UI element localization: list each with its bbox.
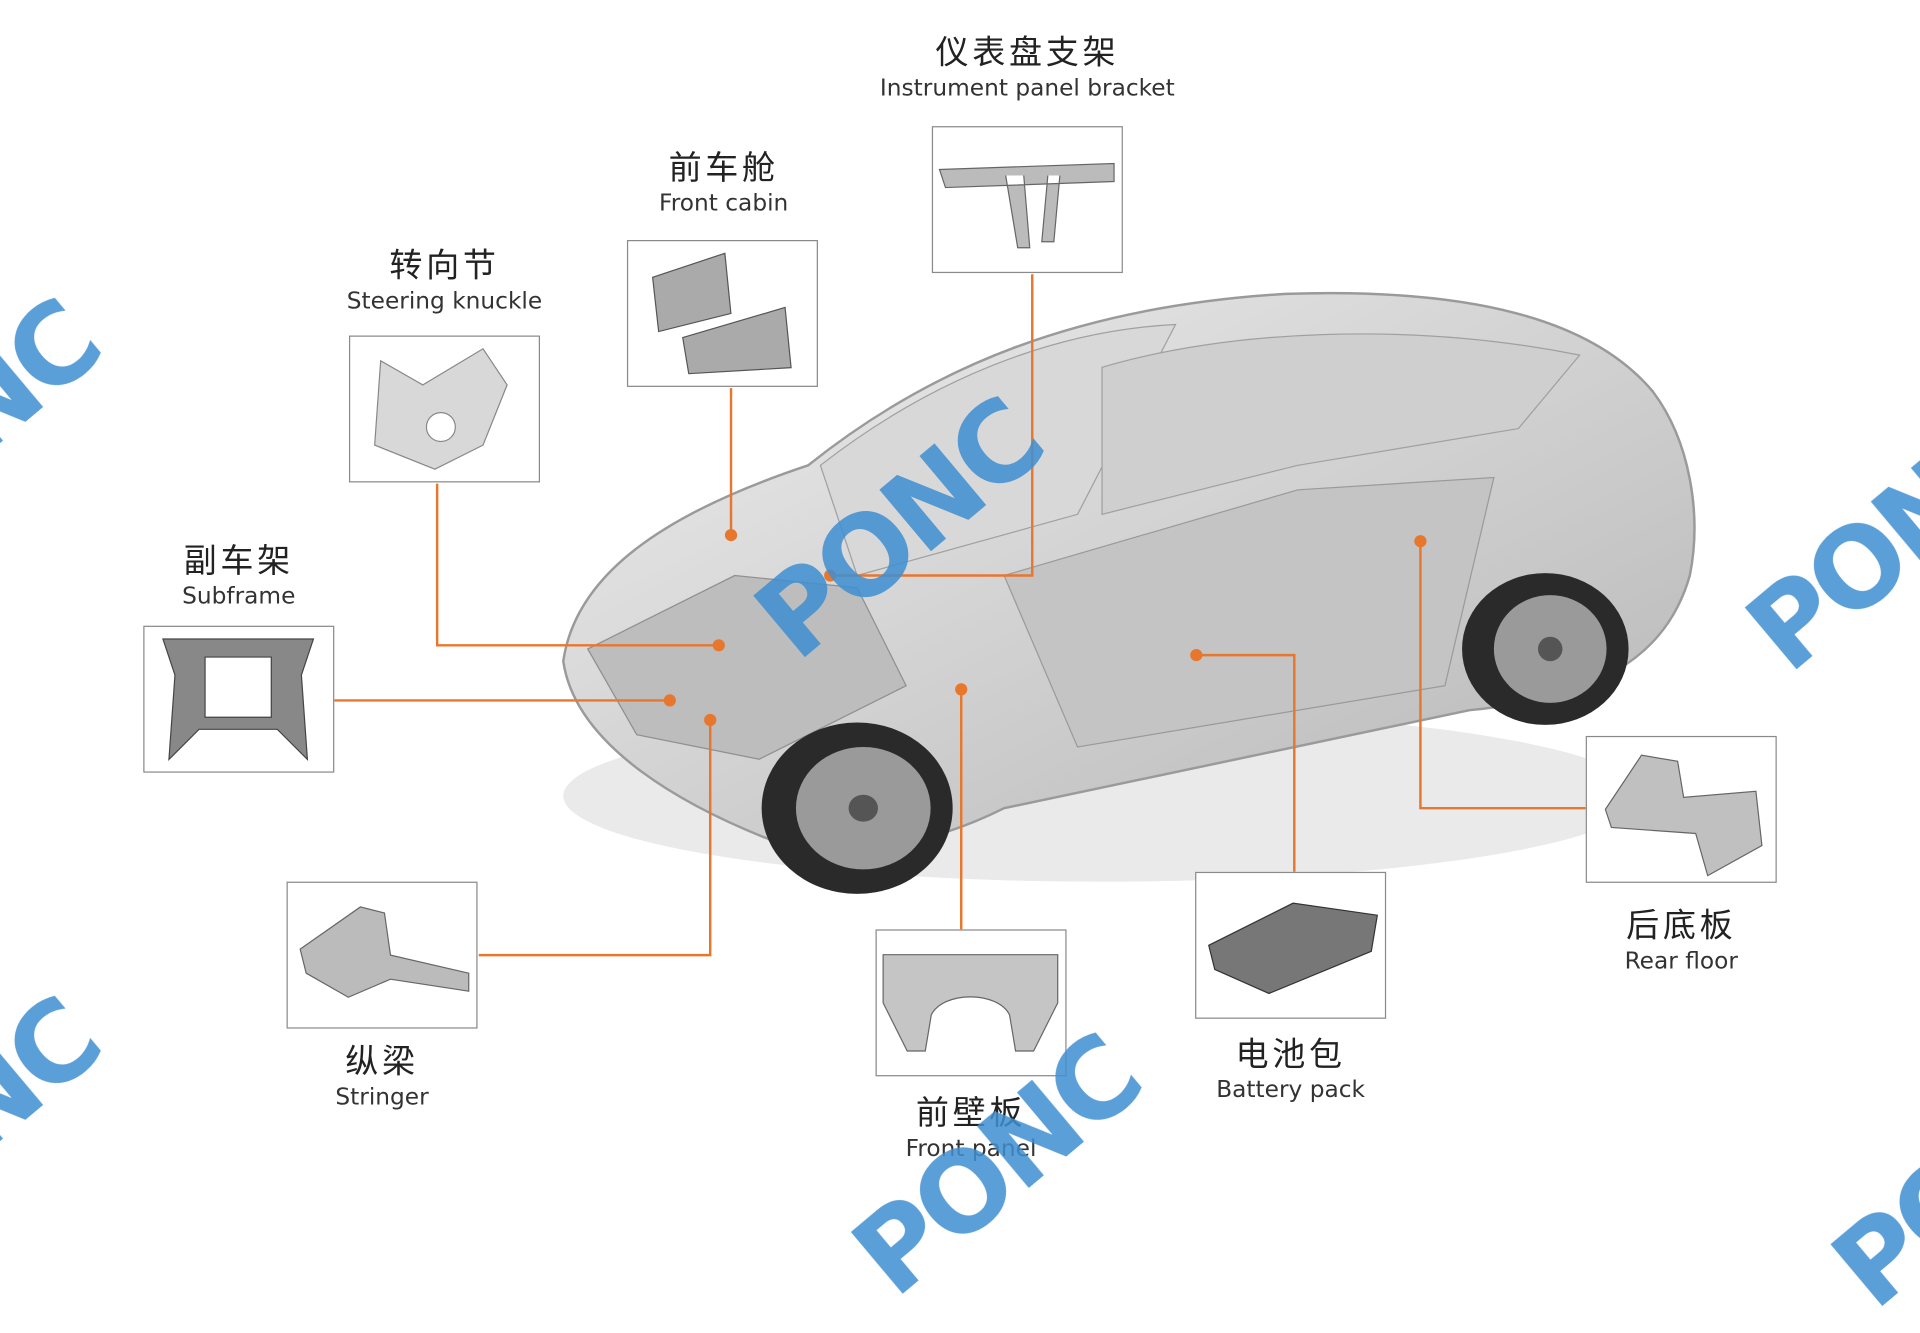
label-front-panel: 前壁板 Front panel <box>812 1095 1130 1164</box>
part-name-en: Battery pack <box>1216 1076 1366 1104</box>
callout-dot <box>663 694 676 707</box>
callout-dot <box>724 528 738 542</box>
front-wheel <box>761 722 953 894</box>
rear-wheel <box>1462 573 1629 725</box>
part-image-battery-pack <box>1195 871 1387 1019</box>
callout-battery-pack <box>1196 653 1296 872</box>
part-name-zh: 前壁板 <box>915 1094 1027 1133</box>
part-image-front-panel <box>875 929 1067 1077</box>
car-parts-diagram: 仪表盘支架 Instrument panel bracket 前车舱 Front… <box>0 34 1920 1333</box>
callout-steering-knuckle <box>435 483 719 647</box>
part-name-en: Front panel <box>905 1135 1037 1163</box>
part-name-en: Subframe <box>182 582 296 610</box>
part-name-zh: 转向节 <box>389 247 500 286</box>
part-name-en: Stringer <box>335 1083 429 1111</box>
label-subframe: 副车架 Subframe <box>80 542 398 611</box>
part-image-stringer <box>286 881 478 1029</box>
part-image-front-cabin <box>626 240 818 387</box>
part-name-zh: 前车舱 <box>668 149 779 188</box>
car-side-window <box>1101 333 1581 516</box>
callout-instrument-panel-bracket <box>830 274 1034 577</box>
car-illustration <box>562 291 1696 894</box>
label-stringer: 纵梁 Stringer <box>223 1043 541 1112</box>
car-windshield <box>819 323 1177 577</box>
callout-dot <box>704 713 717 727</box>
label-instrument-panel-bracket: 仪表盘支架 Instrument panel bracket <box>868 34 1186 103</box>
callout-dot <box>824 569 837 582</box>
callout-dot <box>955 683 968 696</box>
label-front-cabin: 前车舱 Front cabin <box>564 149 882 218</box>
callout-lines <box>334 274 1586 957</box>
callout-dot <box>712 639 725 652</box>
part-image-rear-floor <box>1585 735 1777 883</box>
part-name-zh: 仪表盘支架 <box>935 34 1120 73</box>
label-battery-pack: 电池包 Battery pack <box>1131 1036 1449 1105</box>
part-name-en: Steering knuckle <box>346 287 543 315</box>
part-image-steering-knuckle <box>348 335 541 483</box>
callout-rear-floor <box>1419 541 1586 810</box>
callout-stringer <box>478 720 712 957</box>
part-image-subframe <box>143 625 335 773</box>
callout-dot <box>1414 535 1427 548</box>
part-name-zh: 纵梁 <box>345 1043 419 1082</box>
label-steering-knuckle: 转向节 Steering knuckle <box>285 247 603 316</box>
part-name-zh: 后底板 <box>1626 907 1737 946</box>
car-floor <box>1003 476 1495 748</box>
part-name-zh: 电池包 <box>1235 1035 1346 1074</box>
car-front-structure <box>586 574 907 760</box>
part-name-zh: 副车架 <box>183 542 294 581</box>
part-name-en: Instrument panel bracket <box>879 74 1175 102</box>
part-image-instrument-panel-bracket <box>931 126 1123 274</box>
part-name-en: Rear floor <box>1624 947 1738 975</box>
callout-dot <box>1190 648 1203 662</box>
part-name-en: Front cabin <box>659 189 789 217</box>
label-rear-floor: 后底板 Rear floor <box>1522 907 1840 976</box>
